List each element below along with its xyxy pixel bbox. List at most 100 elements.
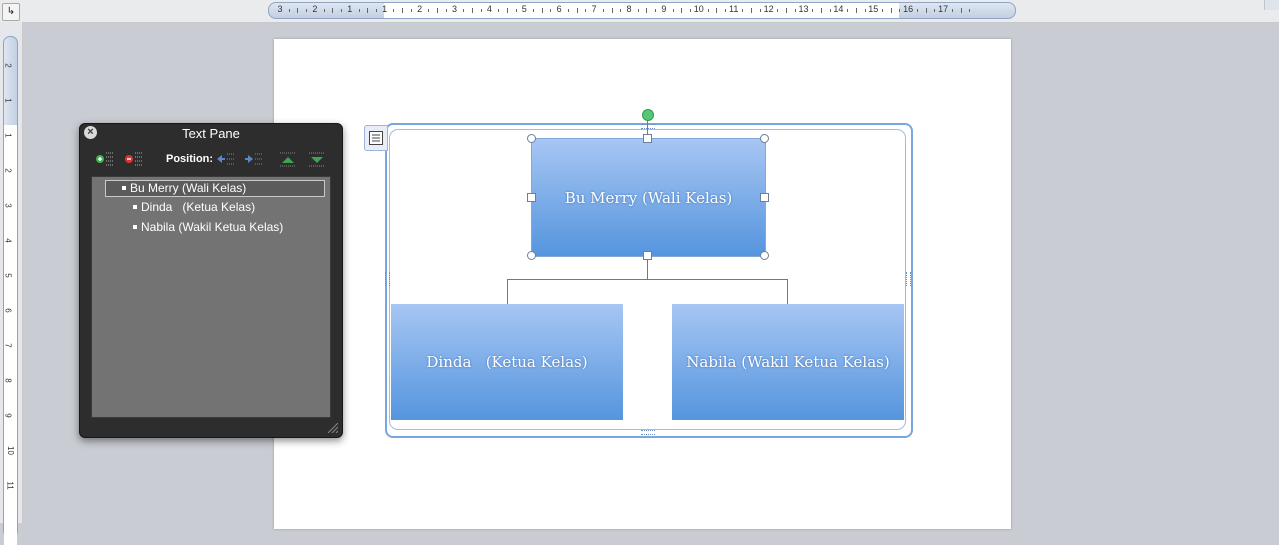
promote-button[interactable] <box>216 150 236 168</box>
resize-grip-icon[interactable] <box>328 423 338 433</box>
ruler-tick <box>899 9 901 12</box>
bullet-icon <box>133 204 137 209</box>
ruler-tick <box>620 9 622 12</box>
org-node-child[interactable]: Dinda (Ketua Kelas) <box>391 304 623 420</box>
resize-handle[interactable] <box>527 134 536 143</box>
ruler-tick <box>463 9 465 12</box>
outline-item[interactable]: Bu Merry (Wali Kelas) <box>105 180 325 197</box>
ruler-label: 6 <box>556 4 562 14</box>
ruler-tick <box>323 9 325 12</box>
ruler-tick <box>916 9 918 12</box>
ruler-label: 8 <box>626 4 632 14</box>
resize-handle[interactable] <box>760 193 769 202</box>
ruler-label: 10 <box>693 4 704 14</box>
resize-grip-right[interactable] <box>906 272 911 286</box>
resize-grip-left[interactable] <box>385 272 390 286</box>
ruler-tick <box>847 9 849 12</box>
ruler-label: 9 <box>3 413 13 418</box>
demote-button[interactable] <box>244 150 264 168</box>
ruler-tick <box>742 9 744 12</box>
ruler-tick <box>611 8 613 13</box>
resize-grip-bottom[interactable] <box>641 430 655 435</box>
ruler-tick <box>690 9 692 12</box>
rotate-handle[interactable] <box>642 109 654 121</box>
bullet-icon <box>133 224 137 229</box>
ruler-tick <box>812 9 814 12</box>
close-icon[interactable]: × <box>84 126 97 139</box>
ruler-label: 1 <box>382 4 388 14</box>
ruler-label: 10 <box>5 446 15 455</box>
ruler-tick <box>533 9 535 12</box>
ruler-label: 3 <box>277 4 283 14</box>
ruler-label: 7 <box>591 4 597 14</box>
ruler-label: 15 <box>868 4 879 14</box>
ruler-label: 14 <box>833 4 844 14</box>
add-bullet-button[interactable] <box>95 150 115 168</box>
ruler-tick <box>829 9 831 12</box>
org-node-child[interactable]: Nabila (Wakil Ketua Kelas) <box>672 304 904 420</box>
arrow-up-icon <box>280 152 296 167</box>
outline-item-label: Nabila (Wakil Ketua Kelas) <box>141 220 284 234</box>
text-pane-outline[interactable]: Bu Merry (Wali Kelas) Dinda (Ketua Kelas… <box>91 176 331 418</box>
resize-handle[interactable] <box>760 134 769 143</box>
ruler-tick <box>820 8 822 13</box>
connector-line <box>647 256 648 279</box>
ruler-label: 1 <box>3 133 13 138</box>
rotate-stem <box>647 119 648 138</box>
ruler-tick <box>576 8 578 13</box>
move-down-button[interactable] <box>307 150 327 168</box>
ruler-label: 8 <box>3 378 13 383</box>
text-pane-toggle-button[interactable] <box>364 125 388 151</box>
ruler-tick <box>786 8 788 13</box>
tab-stop-selector[interactable]: ↳ <box>2 3 20 21</box>
ruler-tick <box>794 9 796 12</box>
ruler-tick <box>288 9 290 12</box>
ruler-tick <box>410 9 412 12</box>
ruler-tick <box>681 8 683 13</box>
org-node-label: Bu Merry (Wali Kelas) <box>564 188 733 207</box>
resize-handle[interactable] <box>643 134 652 143</box>
ruler-tick <box>602 9 604 12</box>
ruler-tick <box>637 9 639 12</box>
move-up-button[interactable] <box>278 150 298 168</box>
ruler-tick <box>402 8 404 13</box>
ruler-label: 2 <box>417 4 423 14</box>
remove-bullet-button[interactable] <box>124 150 144 168</box>
resize-handle[interactable] <box>760 251 769 260</box>
ruler-tick <box>506 8 508 13</box>
resize-grip-top[interactable] <box>641 124 655 129</box>
ruler-tick <box>341 9 343 12</box>
view-toggle[interactable] <box>1264 0 1279 10</box>
ruler-text-area <box>384 3 899 18</box>
ruler-label: 1 <box>3 98 13 103</box>
ruler-tick <box>751 8 753 13</box>
resize-handle[interactable] <box>643 251 652 260</box>
connector-line <box>507 279 508 304</box>
ruler-label: 4 <box>3 238 13 243</box>
ruler-tick <box>672 9 674 12</box>
ruler-tick <box>437 8 439 13</box>
org-node-root[interactable]: Bu Merry (Wali Kelas) <box>531 138 766 257</box>
ruler-tick <box>297 8 299 13</box>
resize-handle[interactable] <box>527 251 536 260</box>
ruler-tick <box>934 9 936 12</box>
ruler-tick <box>358 9 360 12</box>
ruler-tick <box>951 9 953 12</box>
ruler-tick <box>375 9 377 12</box>
outline-item[interactable]: Dinda (Ketua Kelas) <box>133 200 255 214</box>
ruler-label: 5 <box>521 4 527 14</box>
text-pane-window[interactable]: × Text Pane Position: <box>79 123 343 438</box>
ruler-tick <box>925 8 927 13</box>
resize-handle[interactable] <box>527 193 536 202</box>
ruler-label: 11 <box>5 481 15 490</box>
ruler-tick <box>541 8 543 13</box>
add-bullet-icon <box>96 152 114 166</box>
arrow-left-icon <box>217 153 235 165</box>
outline-item[interactable]: Nabila (Wakil Ketua Kelas) <box>133 220 283 234</box>
ruler-label: 3 <box>451 4 458 14</box>
ruler-tick <box>759 9 761 12</box>
